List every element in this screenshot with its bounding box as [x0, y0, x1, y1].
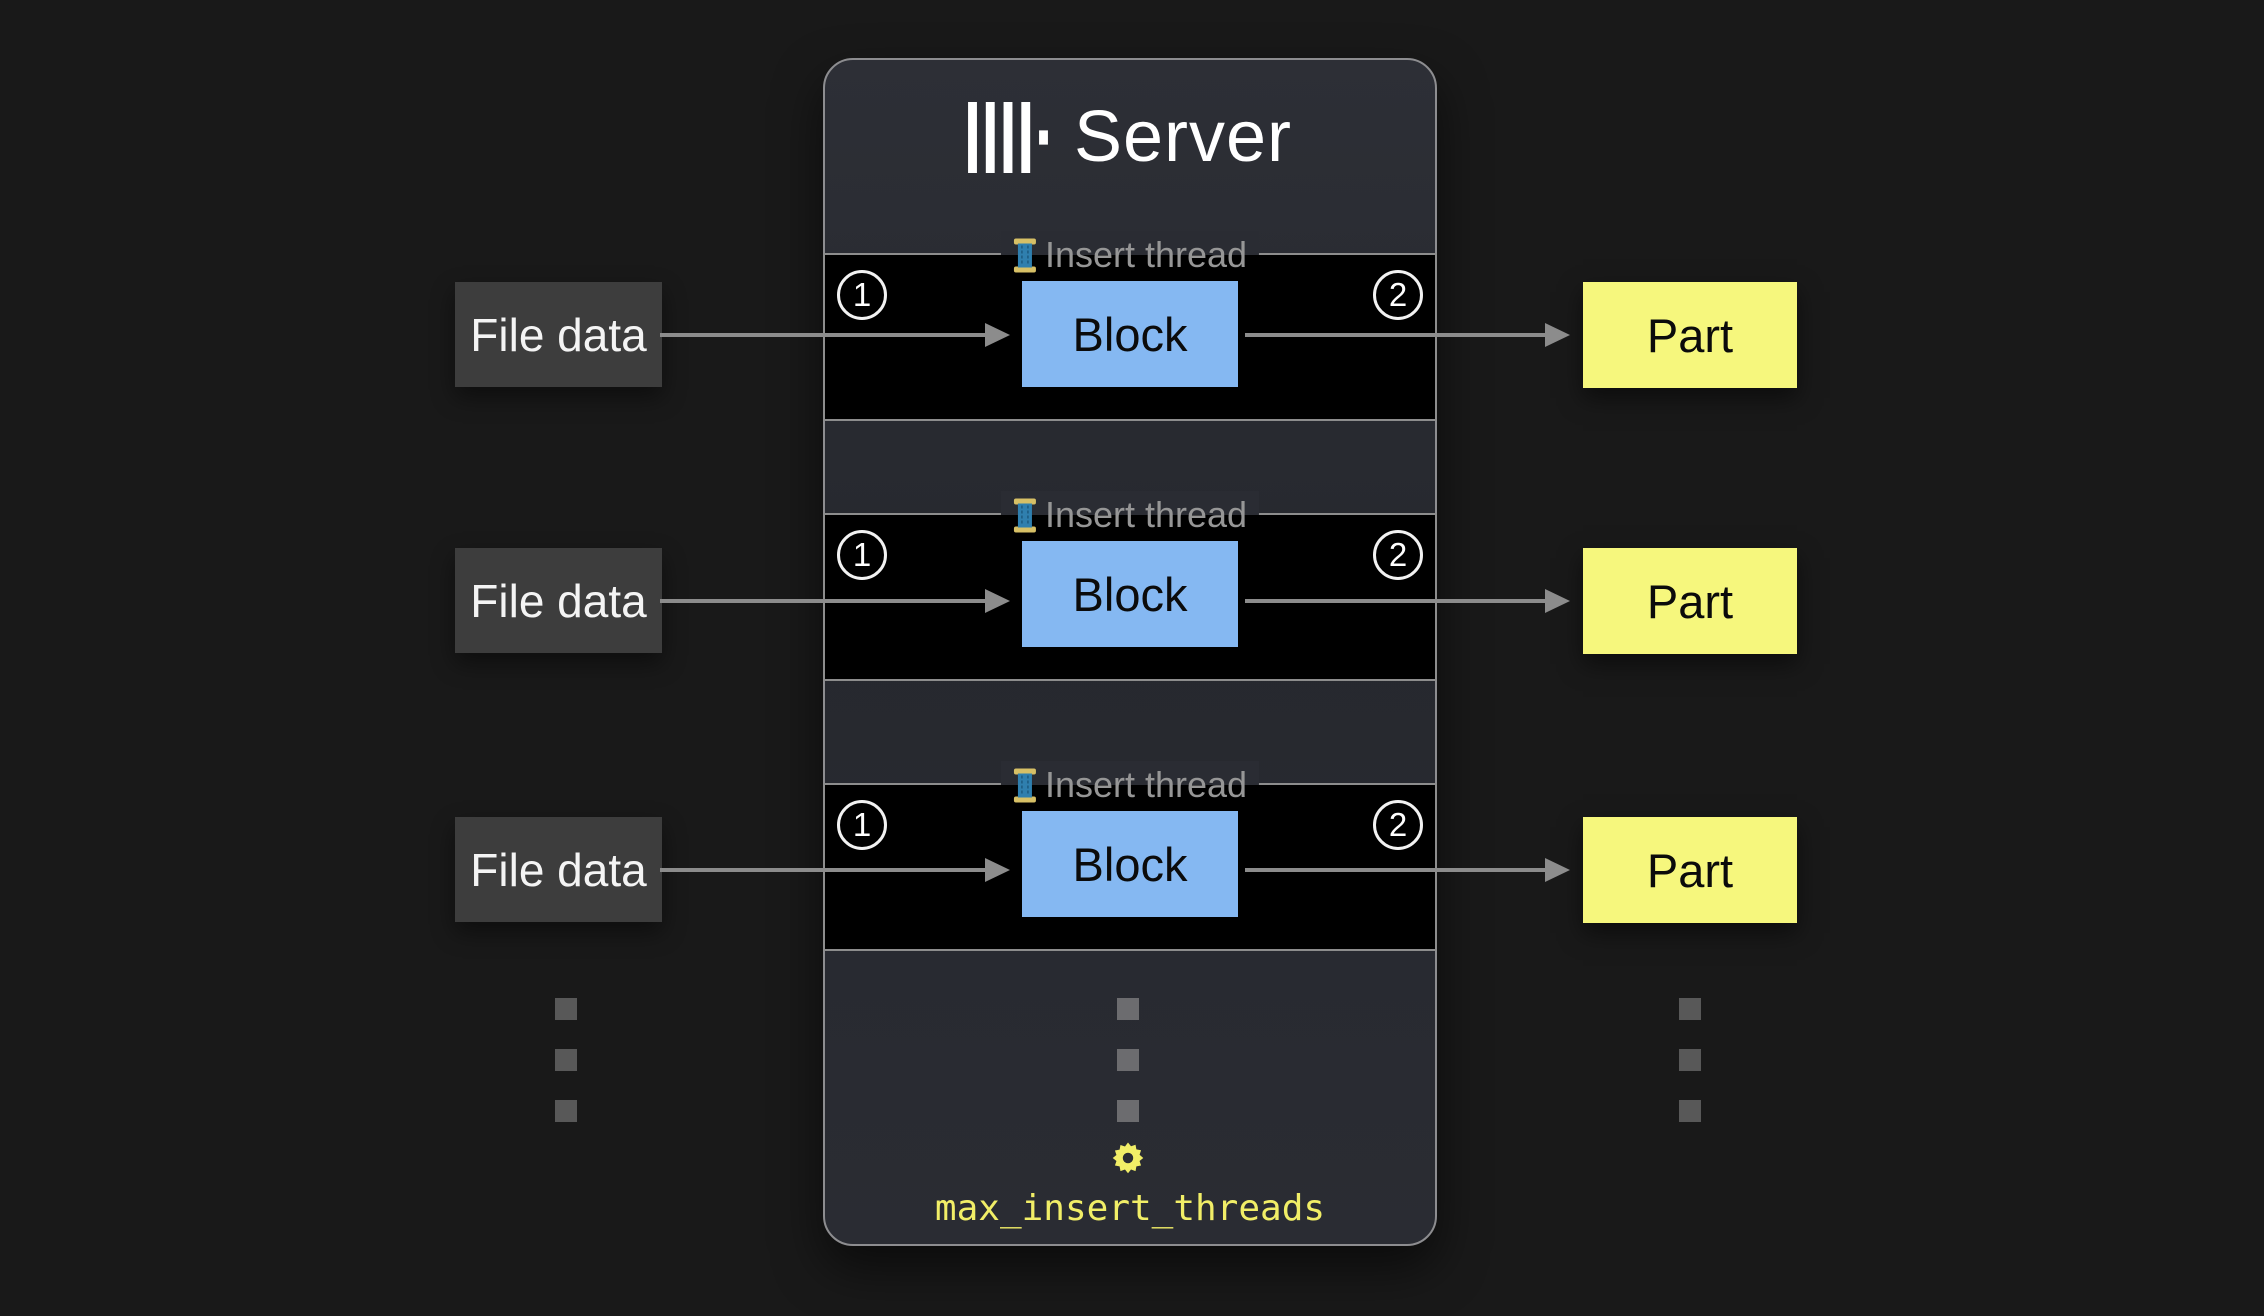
insert-thread-fieldset: Insert thread 1 2 Block: [823, 491, 1437, 681]
ellipsis-dot: [555, 1049, 577, 1071]
file-data-label: File data: [470, 843, 647, 896]
step-in-badge: 1: [837, 270, 887, 320]
ellipsis-dot: [1679, 1100, 1701, 1122]
block-label: Block: [1072, 307, 1188, 361]
part-label: Part: [1646, 308, 1734, 362]
server-title: Server: [1073, 97, 1293, 177]
server-header: Server: [823, 92, 1437, 182]
file-data-label: File data: [470, 308, 647, 361]
insert-thread-fieldset: Insert thread 1 2 Block: [823, 761, 1437, 951]
step-out-number: 2: [1388, 536, 1408, 573]
file-data-box: File data: [455, 548, 662, 653]
max-insert-threads-label: max_insert_threads: [934, 1188, 1326, 1229]
block-box: Block: [1022, 541, 1238, 647]
block-label: Block: [1072, 567, 1188, 621]
clickhouse-logo-icon: [968, 101, 1048, 173]
part-box: Part: [1583, 282, 1797, 388]
thread-spool-icon: [1013, 238, 1036, 272]
ellipsis-dot: [1679, 1049, 1701, 1071]
block-label: Block: [1072, 837, 1188, 891]
part-label: Part: [1646, 574, 1734, 628]
part-label: Part: [1646, 843, 1734, 897]
step-out-badge: 2: [1373, 800, 1423, 850]
step-in-number: 1: [852, 806, 872, 843]
ellipsis-dot: [1117, 1100, 1139, 1122]
ellipsis-dot: [1679, 998, 1701, 1020]
insert-thread-legend-label: Insert thread: [1044, 494, 1248, 535]
insert-thread-legend-label: Insert thread: [1044, 234, 1248, 275]
insert-thread-legend: Insert thread: [1000, 491, 1260, 539]
step-out-number: 2: [1388, 276, 1408, 313]
thread-spool-icon: [1013, 768, 1036, 802]
block-box: Block: [1022, 811, 1238, 917]
step-in-number: 1: [852, 276, 872, 313]
step-in-badge: 1: [837, 530, 887, 580]
insert-thread-legend-label: Insert thread: [1044, 764, 1248, 805]
part-box: Part: [1583, 817, 1797, 923]
ellipsis-dot: [1117, 1049, 1139, 1071]
step-out-badge: 2: [1373, 270, 1423, 320]
insert-thread-legend: Insert thread: [1000, 231, 1260, 279]
thread-spool-icon: [1013, 498, 1036, 532]
gear-icon: [1109, 1139, 1147, 1177]
insert-thread-legend: Insert thread: [1000, 761, 1260, 809]
step-out-number: 2: [1388, 806, 1408, 843]
step-in-badge: 1: [837, 800, 887, 850]
step-out-badge: 2: [1373, 530, 1423, 580]
block-box: Block: [1022, 281, 1238, 387]
file-data-box: File data: [455, 817, 662, 922]
step-in-number: 1: [852, 536, 872, 573]
file-data-label: File data: [470, 574, 647, 627]
ellipsis-dot: [555, 1100, 577, 1122]
insert-thread-fieldset: Insert thread 1 2 Block: [823, 231, 1437, 421]
file-data-box: File data: [455, 282, 662, 387]
ellipsis-dot: [1117, 998, 1139, 1020]
part-box: Part: [1583, 548, 1797, 654]
ellipsis-dot: [555, 998, 577, 1020]
